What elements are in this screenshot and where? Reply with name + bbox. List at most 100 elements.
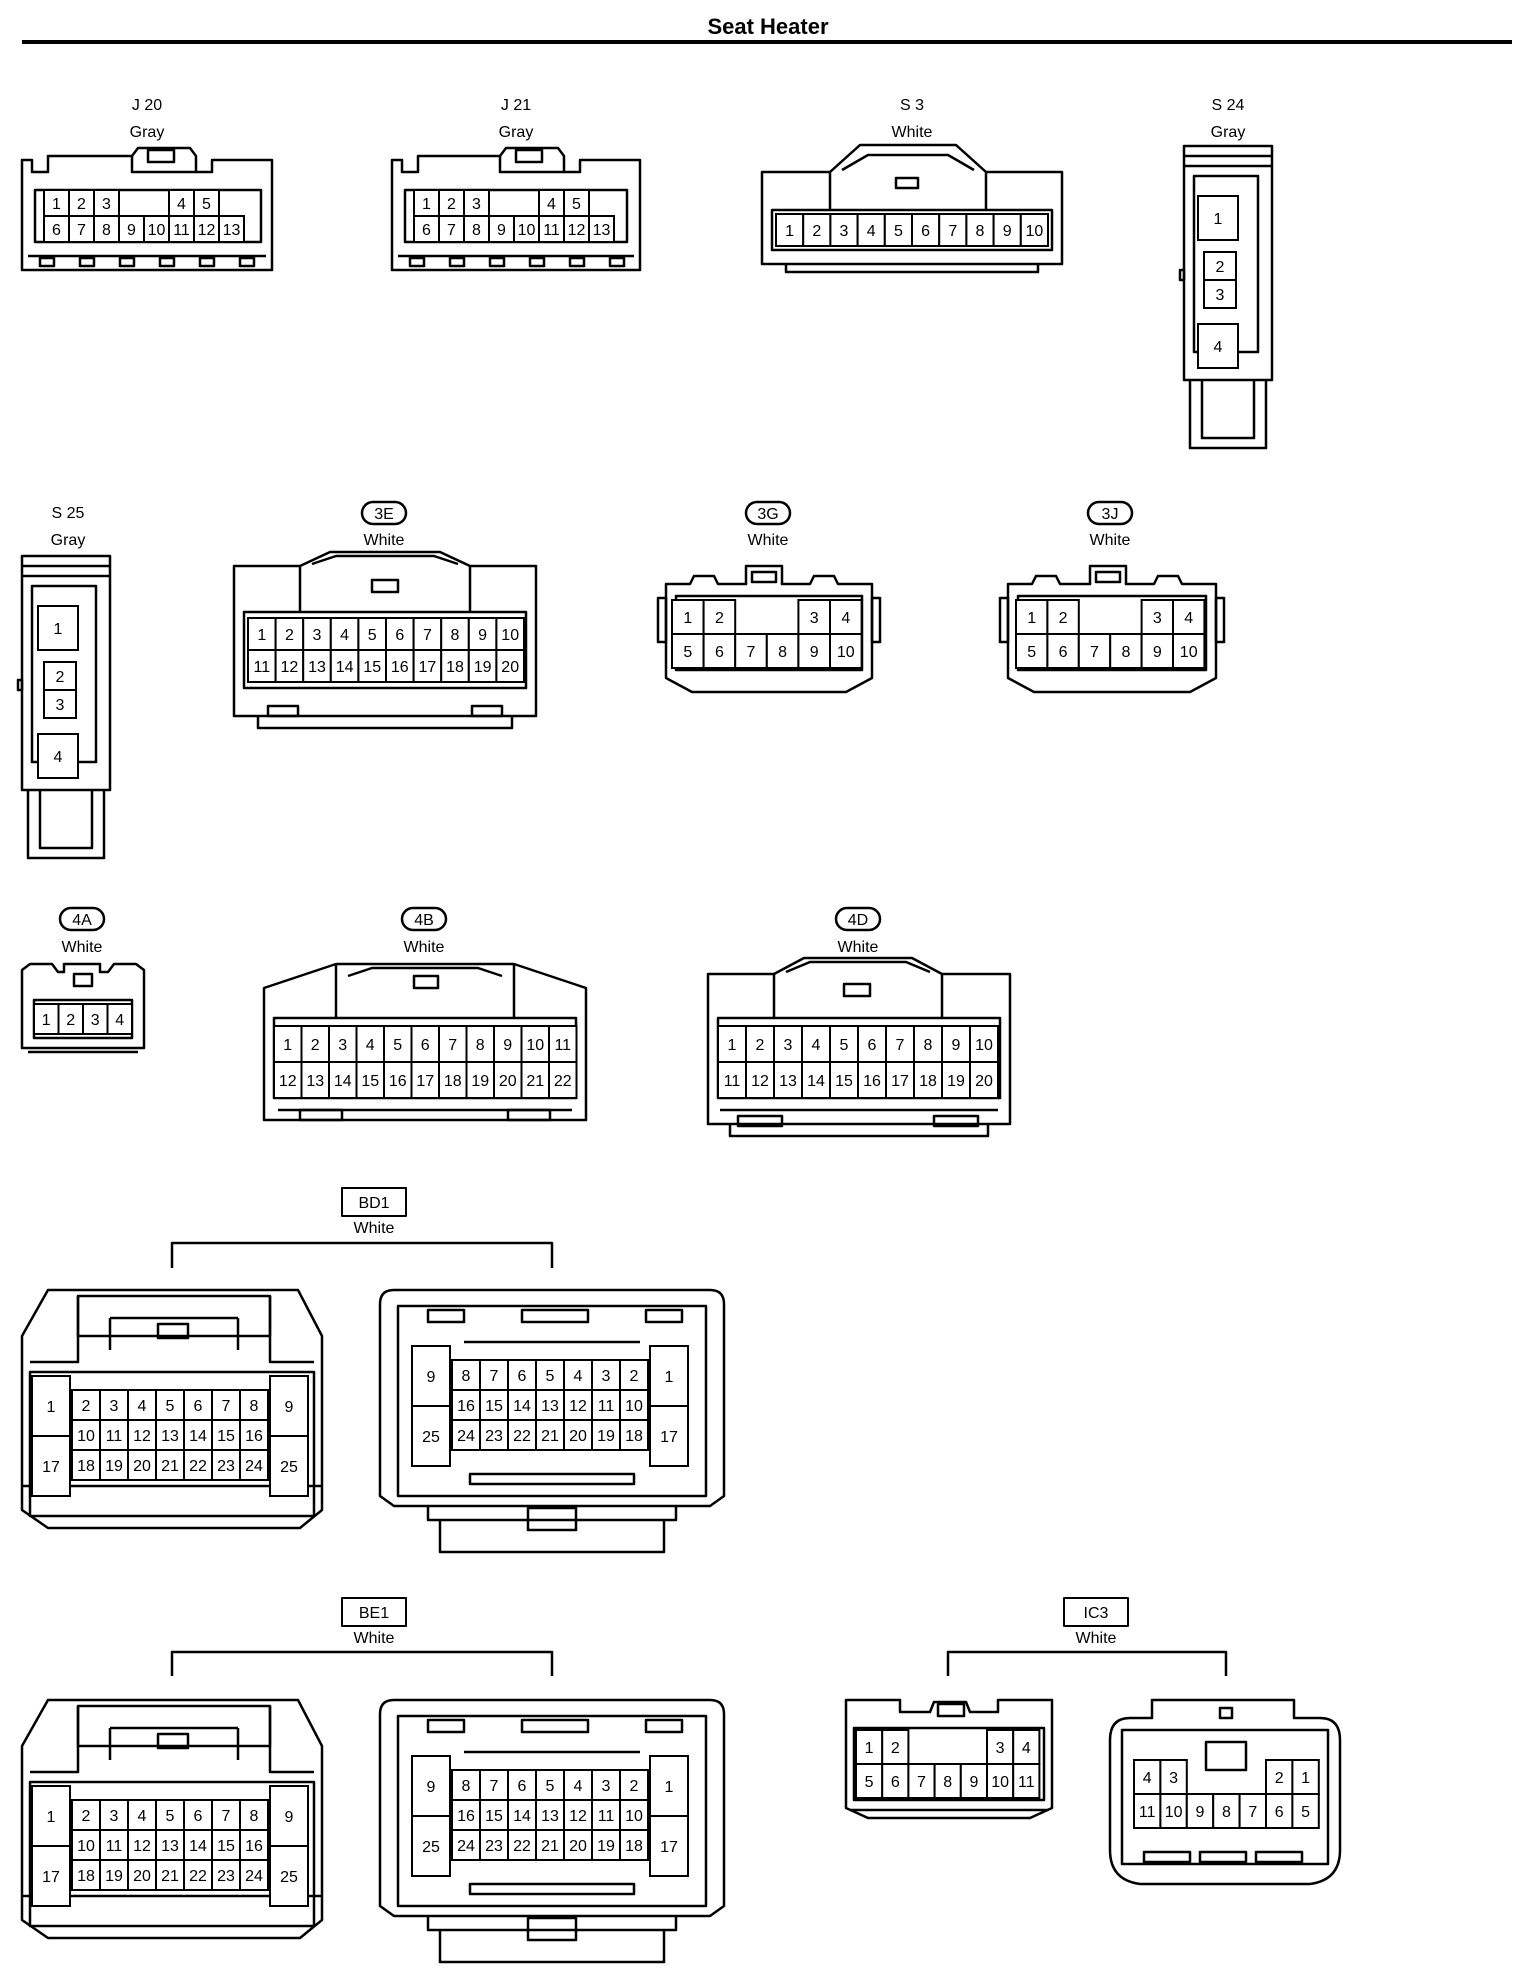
label-be1-id: BE1: [359, 1605, 389, 1622]
svg-text:5: 5: [393, 1037, 402, 1054]
svg-text:2: 2: [891, 1740, 900, 1757]
label-s24-color: Gray: [1211, 124, 1246, 141]
bd1-male-pin-22: 22: [183, 1449, 213, 1481]
be1-male-pin-14: 14: [183, 1829, 213, 1861]
be1-female-pin-7: 7: [479, 1769, 509, 1801]
label-4d-color: White: [838, 939, 879, 956]
ic3-female-pin-2: 2: [1265, 1759, 1294, 1795]
svg-text:6: 6: [891, 1774, 900, 1791]
svg-text:16: 16: [389, 1073, 407, 1090]
4a-pin-2: 2: [57, 1003, 84, 1035]
4d-pin-17: 17: [885, 1061, 915, 1099]
3j-pin-2: 2: [1046, 599, 1080, 635]
svg-text:10: 10: [148, 222, 166, 239]
svg-text:17: 17: [660, 1839, 678, 1856]
be1-male-pin-15: 15: [211, 1829, 241, 1861]
j21-pin-12: 12: [563, 215, 590, 243]
svg-text:20: 20: [133, 1458, 151, 1475]
bd1-male-pin-13: 13: [155, 1419, 185, 1451]
3g-pin-2: 2: [702, 599, 737, 635]
3e-pin-6: 6: [385, 617, 415, 651]
svg-text:1: 1: [47, 1399, 56, 1416]
bd1-male-pin-17: 17: [31, 1435, 71, 1497]
label-box-bd1: [341, 1187, 407, 1217]
3j-pin-9: 9: [1140, 633, 1174, 669]
svg-text:3: 3: [110, 1808, 119, 1825]
svg-text:10: 10: [975, 1037, 993, 1054]
4b-pin-2: 2: [300, 1025, 330, 1063]
svg-text:7: 7: [447, 222, 456, 239]
label-s25-id: S 25: [52, 505, 85, 522]
badge-4d: [834, 906, 882, 932]
bd1-male-pin-14: 14: [183, 1419, 213, 1451]
svg-text:14: 14: [513, 1808, 531, 1825]
j21-pin-2: 2: [438, 189, 465, 217]
4d-pin-5: 5: [829, 1025, 859, 1063]
4b-pin-8: 8: [465, 1025, 495, 1063]
ic3-female-pin-1: 1: [1291, 1759, 1320, 1795]
svg-text:11: 11: [106, 1428, 123, 1445]
svg-text:17: 17: [42, 1459, 60, 1476]
bd1-female-pin-8: 8: [451, 1359, 481, 1391]
svg-text:8: 8: [924, 1037, 933, 1054]
4d-pin-14: 14: [801, 1061, 831, 1099]
svg-text:2: 2: [756, 1037, 765, 1054]
bd1-male-pin-12: 12: [127, 1419, 157, 1451]
ic3-female-pin-4: 4: [1133, 1759, 1162, 1795]
s3-pin-2: 2: [802, 213, 832, 247]
svg-text:4: 4: [138, 1398, 147, 1415]
3e-pin-17: 17: [412, 649, 443, 683]
label-3g-color: White: [748, 532, 789, 549]
svg-text:3: 3: [472, 196, 481, 213]
3g-pin-6: 6: [702, 633, 737, 669]
3e-pin-14: 14: [329, 649, 360, 683]
svg-text:23: 23: [217, 1458, 235, 1475]
3e-pin-3: 3: [302, 617, 332, 651]
be1-female-pin-20: 20: [563, 1829, 593, 1861]
svg-text:6: 6: [518, 1368, 527, 1385]
svg-text:13: 13: [541, 1808, 559, 1825]
badge-3e: [360, 500, 408, 526]
svg-text:9: 9: [1153, 644, 1162, 661]
4b-pin-12: 12: [273, 1061, 303, 1099]
svg-text:17: 17: [660, 1429, 678, 1446]
svg-text:21: 21: [161, 1458, 179, 1475]
be1-male-pin-16: 16: [239, 1829, 269, 1861]
svg-text:8: 8: [976, 223, 985, 240]
svg-text:4: 4: [366, 1037, 375, 1054]
s3-pin-4: 4: [856, 213, 886, 247]
svg-text:3: 3: [996, 1740, 1005, 1757]
svg-text:3: 3: [1169, 1770, 1178, 1787]
svg-text:8: 8: [472, 222, 481, 239]
svg-text:2: 2: [77, 196, 86, 213]
be1-female-pin-14: 14: [507, 1799, 537, 1831]
svg-text:2: 2: [285, 627, 294, 644]
3j-pin-10: 10: [1172, 633, 1206, 669]
j20-pin-3: 3: [93, 189, 120, 217]
svg-text:10: 10: [625, 1398, 643, 1415]
3e-pin-10: 10: [495, 617, 525, 651]
svg-text:9: 9: [497, 222, 506, 239]
bd1-female-pin-20: 20: [563, 1419, 593, 1451]
4b-pin-18: 18: [438, 1061, 468, 1099]
4d-pin-1: 1: [717, 1025, 747, 1063]
bd1-male-pin-25: 25: [269, 1435, 309, 1497]
svg-text:14: 14: [189, 1838, 207, 1855]
svg-text:1: 1: [52, 196, 61, 213]
label-j20-id: J 20: [132, 97, 162, 114]
svg-text:10: 10: [625, 1808, 643, 1825]
svg-text:11: 11: [253, 659, 270, 676]
bd1-male-pin-6: 6: [183, 1389, 213, 1421]
svg-text:9: 9: [285, 1809, 294, 1826]
s3-pin-6: 6: [911, 213, 941, 247]
be1-female-pin-19: 19: [591, 1829, 621, 1861]
svg-text:4: 4: [841, 610, 850, 627]
svg-text:6: 6: [194, 1398, 203, 1415]
label-j21-color: Gray: [499, 124, 534, 141]
label-ic3-color: White: [1076, 1630, 1117, 1647]
label-box-be1: [341, 1597, 407, 1627]
label-j21-id: J 21: [501, 97, 531, 114]
svg-text:9: 9: [285, 1399, 294, 1416]
svg-text:10: 10: [991, 1774, 1009, 1791]
4b-pin-15: 15: [355, 1061, 385, 1099]
